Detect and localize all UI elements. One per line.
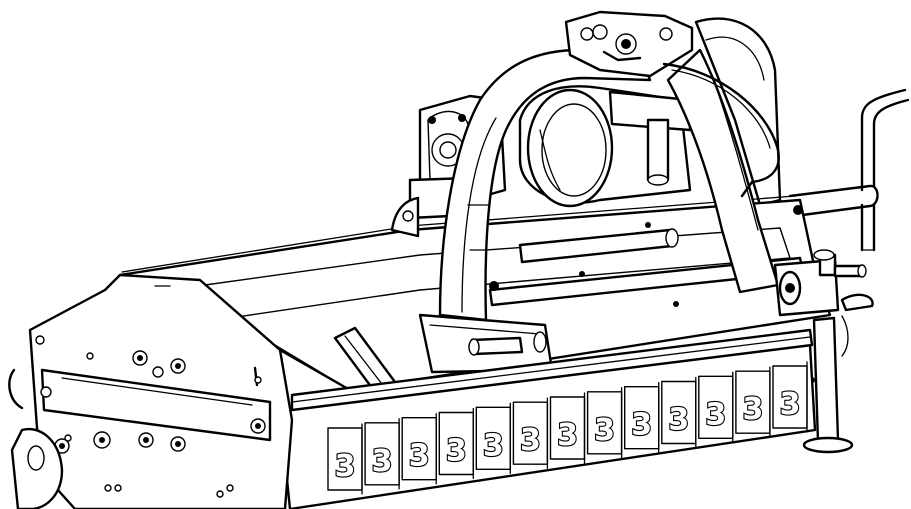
- flail-knife: 3: [327, 423, 363, 495]
- flail-knife: 3: [735, 366, 771, 438]
- flail-glyph: 3: [594, 413, 615, 448]
- flail-knife: 3: [364, 418, 400, 490]
- flail-knife: 3: [475, 402, 511, 474]
- flail-glyph: 3: [705, 397, 726, 432]
- side-plate: [8, 273, 294, 509]
- flail-glyph: 3: [409, 439, 430, 474]
- flail-glyph: 3: [483, 428, 504, 463]
- flail-glyph: 3: [668, 403, 689, 438]
- flail-glyph: 3: [446, 434, 467, 469]
- flail-knife: 3: [624, 382, 660, 454]
- flail-glyph: 3: [780, 387, 801, 422]
- flail-glyph: 3: [631, 408, 652, 443]
- flail-knife: 3: [549, 392, 586, 464]
- flail-knife: 3: [698, 371, 734, 443]
- flail-knife: 3: [586, 387, 623, 459]
- flail-glyph: 3: [372, 444, 393, 479]
- side-handle: [788, 88, 910, 252]
- flail-glyph: 3: [520, 423, 541, 458]
- flail-knife: 3: [772, 361, 808, 433]
- flail-knife: 3: [512, 397, 549, 469]
- flail-knife: 3: [401, 413, 437, 485]
- side-plate-bolts: [35, 335, 262, 498]
- flail-glyph: 3: [557, 418, 578, 453]
- flail-knife: 3: [438, 407, 474, 480]
- flail-knife: 3: [661, 376, 697, 449]
- pto-shaft-cone: [518, 85, 692, 208]
- lower-link-brackets: [418, 205, 867, 374]
- parking-stand: [802, 293, 874, 454]
- flail-glyph: 3: [335, 449, 356, 484]
- hitch-a-frame: [438, 10, 780, 322]
- flail-glyph: 3: [742, 392, 763, 427]
